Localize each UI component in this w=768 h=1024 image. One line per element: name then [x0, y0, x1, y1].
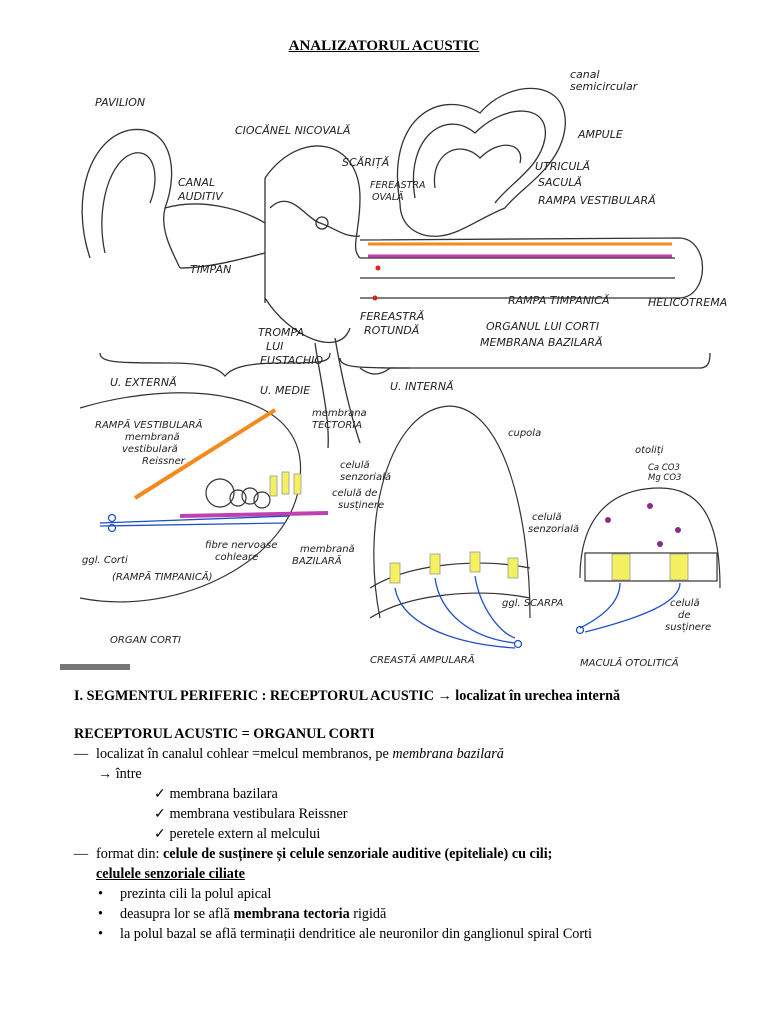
svg-text:PAVILION: PAVILION	[95, 96, 145, 109]
nerve-fibers-left	[99, 513, 291, 533]
svg-text:AUDITIV: AUDITIV	[177, 190, 224, 203]
svg-text:MACULĂ OTOLITICĂ: MACULĂ OTOLITICĂ	[580, 656, 679, 669]
bullet-item: •deasupra lor se află membrana tectoria …	[98, 906, 387, 922]
purple-membrane-left	[179, 511, 329, 518]
svg-text:celulă: celulă	[532, 512, 562, 523]
svg-text:EUSTACHIO: EUSTACHIO	[260, 354, 323, 367]
svg-text:MEMBRANA BAZILARĂ: MEMBRANA BAZILARĂ	[480, 336, 603, 349]
svg-text:fibre nervoase: fibre nervoase	[205, 540, 277, 551]
svg-text:cohleare: cohleare	[215, 552, 258, 563]
svg-text:membrana: membrana	[312, 408, 367, 419]
svg-text:ROTUNDĂ: ROTUNDĂ	[364, 324, 419, 337]
svg-text:susținere: susținere	[338, 500, 384, 511]
svg-text:CREASTĂ AMPULARĂ: CREASTĂ AMPULARĂ	[370, 653, 475, 666]
ear-overview-drawing	[81, 87, 711, 449]
bullet-item: •la polul bazal se află terminații dendr…	[98, 926, 592, 942]
crista-labels: cupola celulă senzorială ggl. SCARPA CRE…	[370, 428, 579, 666]
svg-text:ORGAN CORTI: ORGAN CORTI	[110, 635, 181, 646]
svg-text:UTRICULĂ: UTRICULĂ	[535, 160, 590, 173]
page-title: ANALIZATORUL ACUSTIC	[288, 38, 480, 54]
scroll-indicator	[60, 664, 130, 670]
svg-text:U. INTERNĂ: U. INTERNĂ	[390, 380, 454, 393]
top-labels: PAVILION CANAL AUDITIV TIMPAN CIOCĂNEL N…	[95, 68, 727, 397]
svg-text:BAZILARĂ: BAZILARĂ	[292, 554, 342, 567]
line-format: —format din: celule de susținere și celu…	[74, 846, 553, 862]
svg-text:CIOCĂNEL NICOVALĂ: CIOCĂNEL NICOVALĂ	[235, 124, 350, 137]
organ-corti-labels: RAMPĂ VESTIBULARĂ membrană vestibulară R…	[82, 408, 391, 646]
sensory-cells-left	[269, 471, 302, 497]
nerve-fibers-middle	[394, 575, 523, 649]
svg-text:semicircular: semicircular	[570, 80, 639, 93]
svg-text:AMPULE: AMPULE	[577, 128, 623, 141]
svg-text:senzorială: senzorială	[528, 524, 579, 535]
svg-text:U. EXTERNĂ: U. EXTERNĂ	[110, 376, 177, 389]
ear-anatomy-figure: PAVILION CANAL AUDITIV TIMPAN CIOCĂNEL N…	[60, 68, 727, 670]
svg-text:otoliți: otoliți	[635, 445, 664, 456]
check-item: ✓ membrana vestibulara Reissner	[154, 806, 348, 822]
svg-text:U. MEDIE: U. MEDIE	[260, 384, 310, 397]
orange-membrane-left	[133, 408, 277, 500]
svg-text:CANAL: CANAL	[178, 176, 215, 189]
svg-text:RAMPA TIMPANICĂ: RAMPA TIMPANICĂ	[508, 294, 610, 307]
svg-text:ORGANUL LUI CORTI: ORGANUL LUI CORTI	[486, 320, 599, 333]
svg-text:Mg CO3: Mg CO3	[648, 473, 681, 483]
svg-text:celulă: celulă	[340, 460, 370, 471]
svg-text:LUI: LUI	[266, 340, 283, 353]
svg-text:celulă de: celulă de	[332, 488, 377, 499]
heading-segment-periferic: I. SEGMENTUL PERIFERIC : RECEPTORUL ACUS…	[74, 688, 621, 704]
svg-text:vestibulară: vestibulară	[122, 444, 178, 455]
svg-text:canal: canal	[570, 68, 600, 81]
svg-text:OVALĂ: OVALĂ	[372, 191, 404, 203]
svg-text:ggl. SCARPA: ggl. SCARPA	[502, 598, 563, 609]
svg-text:celulă: celulă	[670, 598, 700, 609]
sensory-cells-middle	[389, 551, 519, 584]
svg-text:de: de	[678, 610, 691, 621]
body-text: I. SEGMENTUL PERIFERIC : RECEPTORUL ACUS…	[74, 686, 754, 944]
sensory-cells-right	[611, 553, 689, 581]
svg-text:RAMPĂ VESTIBULARĂ: RAMPĂ VESTIBULARĂ	[95, 418, 203, 431]
nerve-fibers-right	[575, 582, 681, 635]
macula-labels: otoliți Ca CO3 Mg CO3 celulă de susținer…	[580, 445, 711, 669]
svg-text:membrană: membrană	[300, 544, 355, 555]
svg-text:HELICOTREMA: HELICOTREMA	[648, 296, 727, 309]
check-item: ✓ membrana bazilara	[154, 786, 278, 802]
svg-text:RAMPA VESTIBULARĂ: RAMPA VESTIBULARĂ	[538, 194, 656, 207]
crista-ampullaris-drawing	[369, 405, 531, 619]
svg-text:cupola: cupola	[508, 428, 541, 439]
svg-text:membrană: membrană	[125, 432, 180, 443]
svg-text:(RAMPĂ TIMPANICĂ): (RAMPĂ TIMPANICĂ)	[112, 570, 213, 583]
bullet-item: •prezinta cili la polul apical	[98, 886, 272, 902]
svg-text:TROMPA: TROMPA	[258, 326, 304, 339]
svg-text:FEREASTRĂ: FEREASTRĂ	[360, 310, 424, 323]
check-item: ✓ peretele extern al melcului	[154, 826, 321, 842]
svg-text:susținere: susținere	[665, 622, 711, 633]
svg-text:senzorială: senzorială	[340, 472, 391, 483]
heading-receptor: RECEPTORUL ACUSTIC = ORGANUL CORTI	[74, 726, 375, 742]
line-intre: → între	[98, 766, 142, 782]
svg-text:TIMPAN: TIMPAN	[190, 263, 231, 276]
svg-text:SACULĂ: SACULĂ	[538, 176, 582, 189]
svg-text:ggl. Corti: ggl. Corti	[82, 555, 128, 566]
svg-text:TECTORIA: TECTORIA	[312, 420, 362, 431]
svg-text:SCĂRIȚĂ: SCĂRIȚĂ	[342, 156, 389, 169]
macula-drawing	[579, 487, 721, 589]
svg-text:Ca CO3: Ca CO3	[648, 463, 680, 473]
svg-text:FEREASTRA: FEREASTRA	[370, 180, 426, 191]
line-localizat: —localizat în canalul cohlear =melcul me…	[74, 746, 504, 762]
otoliths	[605, 503, 681, 547]
svg-text:Reissner: Reissner	[142, 456, 186, 467]
subheading-celule: celulele senzoriale ciliate	[96, 866, 245, 882]
